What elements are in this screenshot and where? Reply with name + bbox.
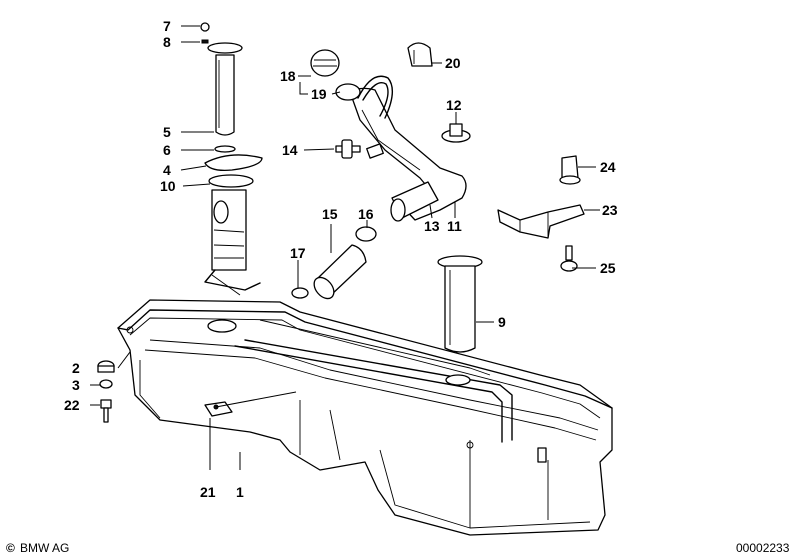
callout-4: 4 xyxy=(163,162,171,178)
callout-18: 18 xyxy=(280,68,296,84)
fuel-tank xyxy=(117,299,613,536)
callout-6: 6 xyxy=(163,142,171,158)
vent-hose xyxy=(291,226,377,300)
callout-22: 22 xyxy=(64,397,80,413)
leader-lines xyxy=(90,25,600,470)
callout-9: 9 xyxy=(498,314,506,330)
bolt-14 xyxy=(335,139,361,159)
grommet-12 xyxy=(441,123,471,143)
callout-20: 20 xyxy=(445,55,461,71)
callout-2: 2 xyxy=(72,360,80,376)
callout-11: 11 xyxy=(447,218,462,234)
fuel-level-sender xyxy=(200,22,263,296)
filler-neck xyxy=(310,42,467,222)
diagram-id: 00002233 xyxy=(736,541,790,555)
callout-14: 14 xyxy=(282,142,298,158)
fuel-tube-9 xyxy=(437,255,483,353)
footer: © BMW AG 00002233 xyxy=(6,541,790,555)
callout-12: 12 xyxy=(446,97,462,113)
mount-parts xyxy=(97,360,115,423)
copyright-symbol: © xyxy=(6,541,15,555)
callout-23: 23 xyxy=(602,202,618,218)
bolt-25 xyxy=(560,245,578,272)
callout-10: 10 xyxy=(160,178,176,194)
callout-5: 5 xyxy=(163,124,171,140)
callout-8: 8 xyxy=(163,34,171,50)
callout-15: 15 xyxy=(322,206,338,222)
callout-21: 21 xyxy=(200,484,216,500)
bracket-23 xyxy=(497,204,585,239)
callout-25: 25 xyxy=(600,260,616,276)
nut-24 xyxy=(559,155,581,185)
brand-text: BMW AG xyxy=(20,541,69,555)
callout-3: 3 xyxy=(72,377,80,393)
callout-19: 19 xyxy=(311,86,327,102)
callout-1: 1 xyxy=(236,484,244,500)
callout-13: 13 xyxy=(424,218,440,234)
callout-16: 16 xyxy=(358,206,374,222)
callout-24: 24 xyxy=(600,159,616,175)
callout-17: 17 xyxy=(290,245,306,261)
callout-numbers: 7 8 5 6 4 10 9 12 14 15 16 17 18 19 20 1… xyxy=(64,18,618,500)
callout-7: 7 xyxy=(163,18,171,34)
